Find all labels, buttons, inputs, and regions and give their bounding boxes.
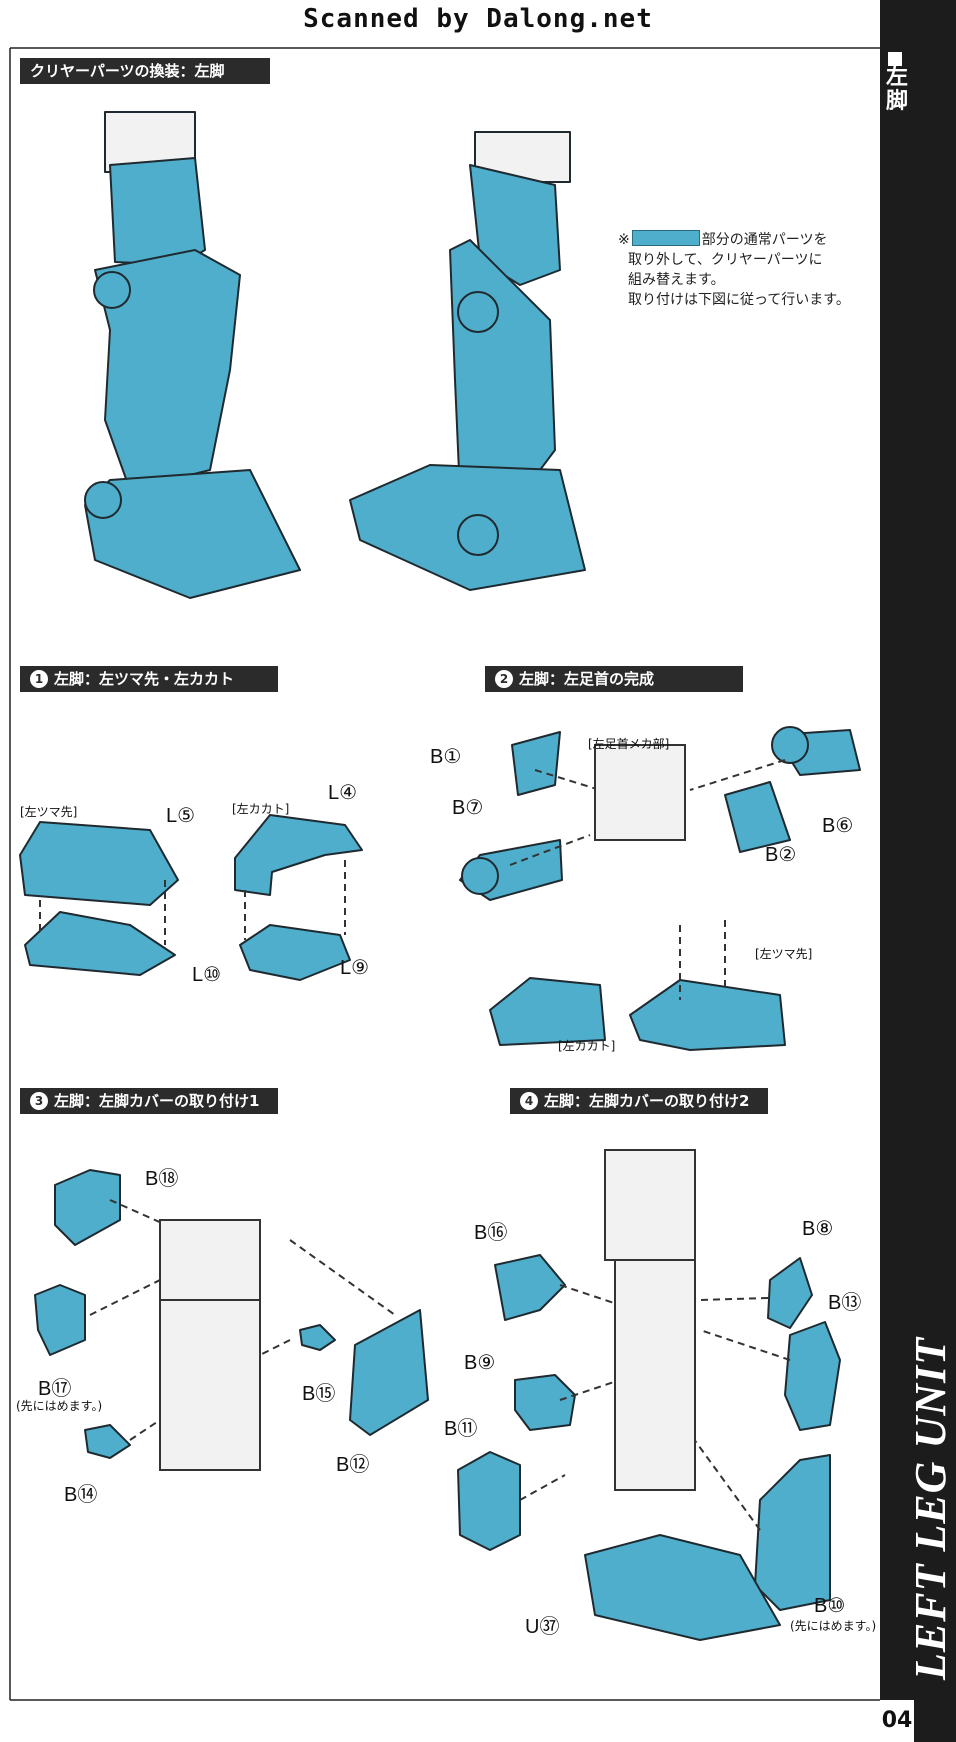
note-line4: 取り付けは下図に従って行います。 (628, 292, 850, 308)
part-label-B2: B② (765, 844, 797, 866)
part-label-B15: B⑮ (302, 1383, 336, 1405)
part-label-L5: L⑤ (166, 805, 196, 827)
part-label-B7: B⑦ (452, 797, 484, 819)
press-first-note-2: (先にはめます。) (790, 1619, 877, 1633)
page-number: 04 (880, 1700, 914, 1742)
part-label-B14: B⑭ (64, 1484, 98, 1506)
step-bar-3: 3 左脚：左脚カバーの取り付け1 (20, 1088, 278, 1114)
part-label-B8: B⑧ (802, 1218, 834, 1240)
sidebar-strip (880, 0, 956, 1742)
scan-credit: Scanned by Dalong.net (303, 4, 653, 34)
part-label-L4: L④ (328, 782, 358, 804)
step-bar-1: 1 左脚：左ツマ先・左カカト (20, 666, 278, 692)
step-title: 左脚：左ツマ先・左カカト (54, 670, 235, 688)
step-bar-4: 4 左脚：左脚カバーの取り付け2 (510, 1088, 768, 1114)
note-line2: 取り外して、クリヤーパーツに (628, 252, 823, 268)
square-mark-icon (888, 52, 902, 66)
step-number: 2 (495, 670, 513, 688)
step-title: 左脚：左足首の完成 (519, 670, 655, 688)
part-label-B18: B⑱ (145, 1168, 179, 1190)
note-line3: 組み替えます。 (628, 272, 725, 288)
heel-label: [左カカト] (232, 802, 290, 816)
part-label-B13: B⑬ (828, 1292, 862, 1314)
sidebar-kanji: 左脚 (885, 65, 908, 114)
note-mark: ※ (618, 232, 630, 248)
part-label-B11: B⑪ (444, 1418, 478, 1440)
step-number: 1 (30, 670, 48, 688)
blue-swatch-icon (631, 230, 700, 246)
part-label-B10: B⑩ (814, 1595, 846, 1617)
step-bar-2: 2 左脚：左足首の完成 (485, 666, 743, 692)
toe-label-2: [左ツマ先] (755, 947, 813, 961)
note-line1: 部分の通常パーツを (701, 232, 828, 248)
part-label-L10: L⑩ (192, 964, 222, 986)
mech-label: [左足首メカ部] (588, 737, 670, 751)
step-number: 3 (30, 1092, 48, 1110)
part-label-L9: L⑨ (340, 957, 370, 979)
part-label-B1: B① (430, 746, 462, 768)
section-title-clear-parts: クリヤーパーツの換装：左脚 (20, 58, 270, 84)
toe-label: [左ツマ先] (20, 805, 78, 819)
step-number: 4 (520, 1092, 538, 1110)
press-first-note: (先にはめます。) (16, 1399, 103, 1413)
step-title: 左脚：左脚カバーの取り付け1 (54, 1092, 260, 1110)
part-label-U37: U㊲ (525, 1616, 560, 1638)
part-label-B16: B⑯ (474, 1222, 508, 1244)
part-label-B17: B⑰ (38, 1378, 72, 1400)
step-title: 左脚：左脚カバーの取り付け2 (544, 1092, 750, 1110)
part-label-B9: B⑨ (464, 1352, 496, 1374)
part-label-B6: B⑥ (822, 815, 854, 837)
heel-label-2: [左カカト] (558, 1039, 616, 1053)
swap-note: ※ 部分の通常パーツを 取り外して、クリヤーパーツに 組み替えます。 取り付けは下… (618, 230, 878, 310)
part-label-B12: B⑫ (336, 1454, 370, 1476)
